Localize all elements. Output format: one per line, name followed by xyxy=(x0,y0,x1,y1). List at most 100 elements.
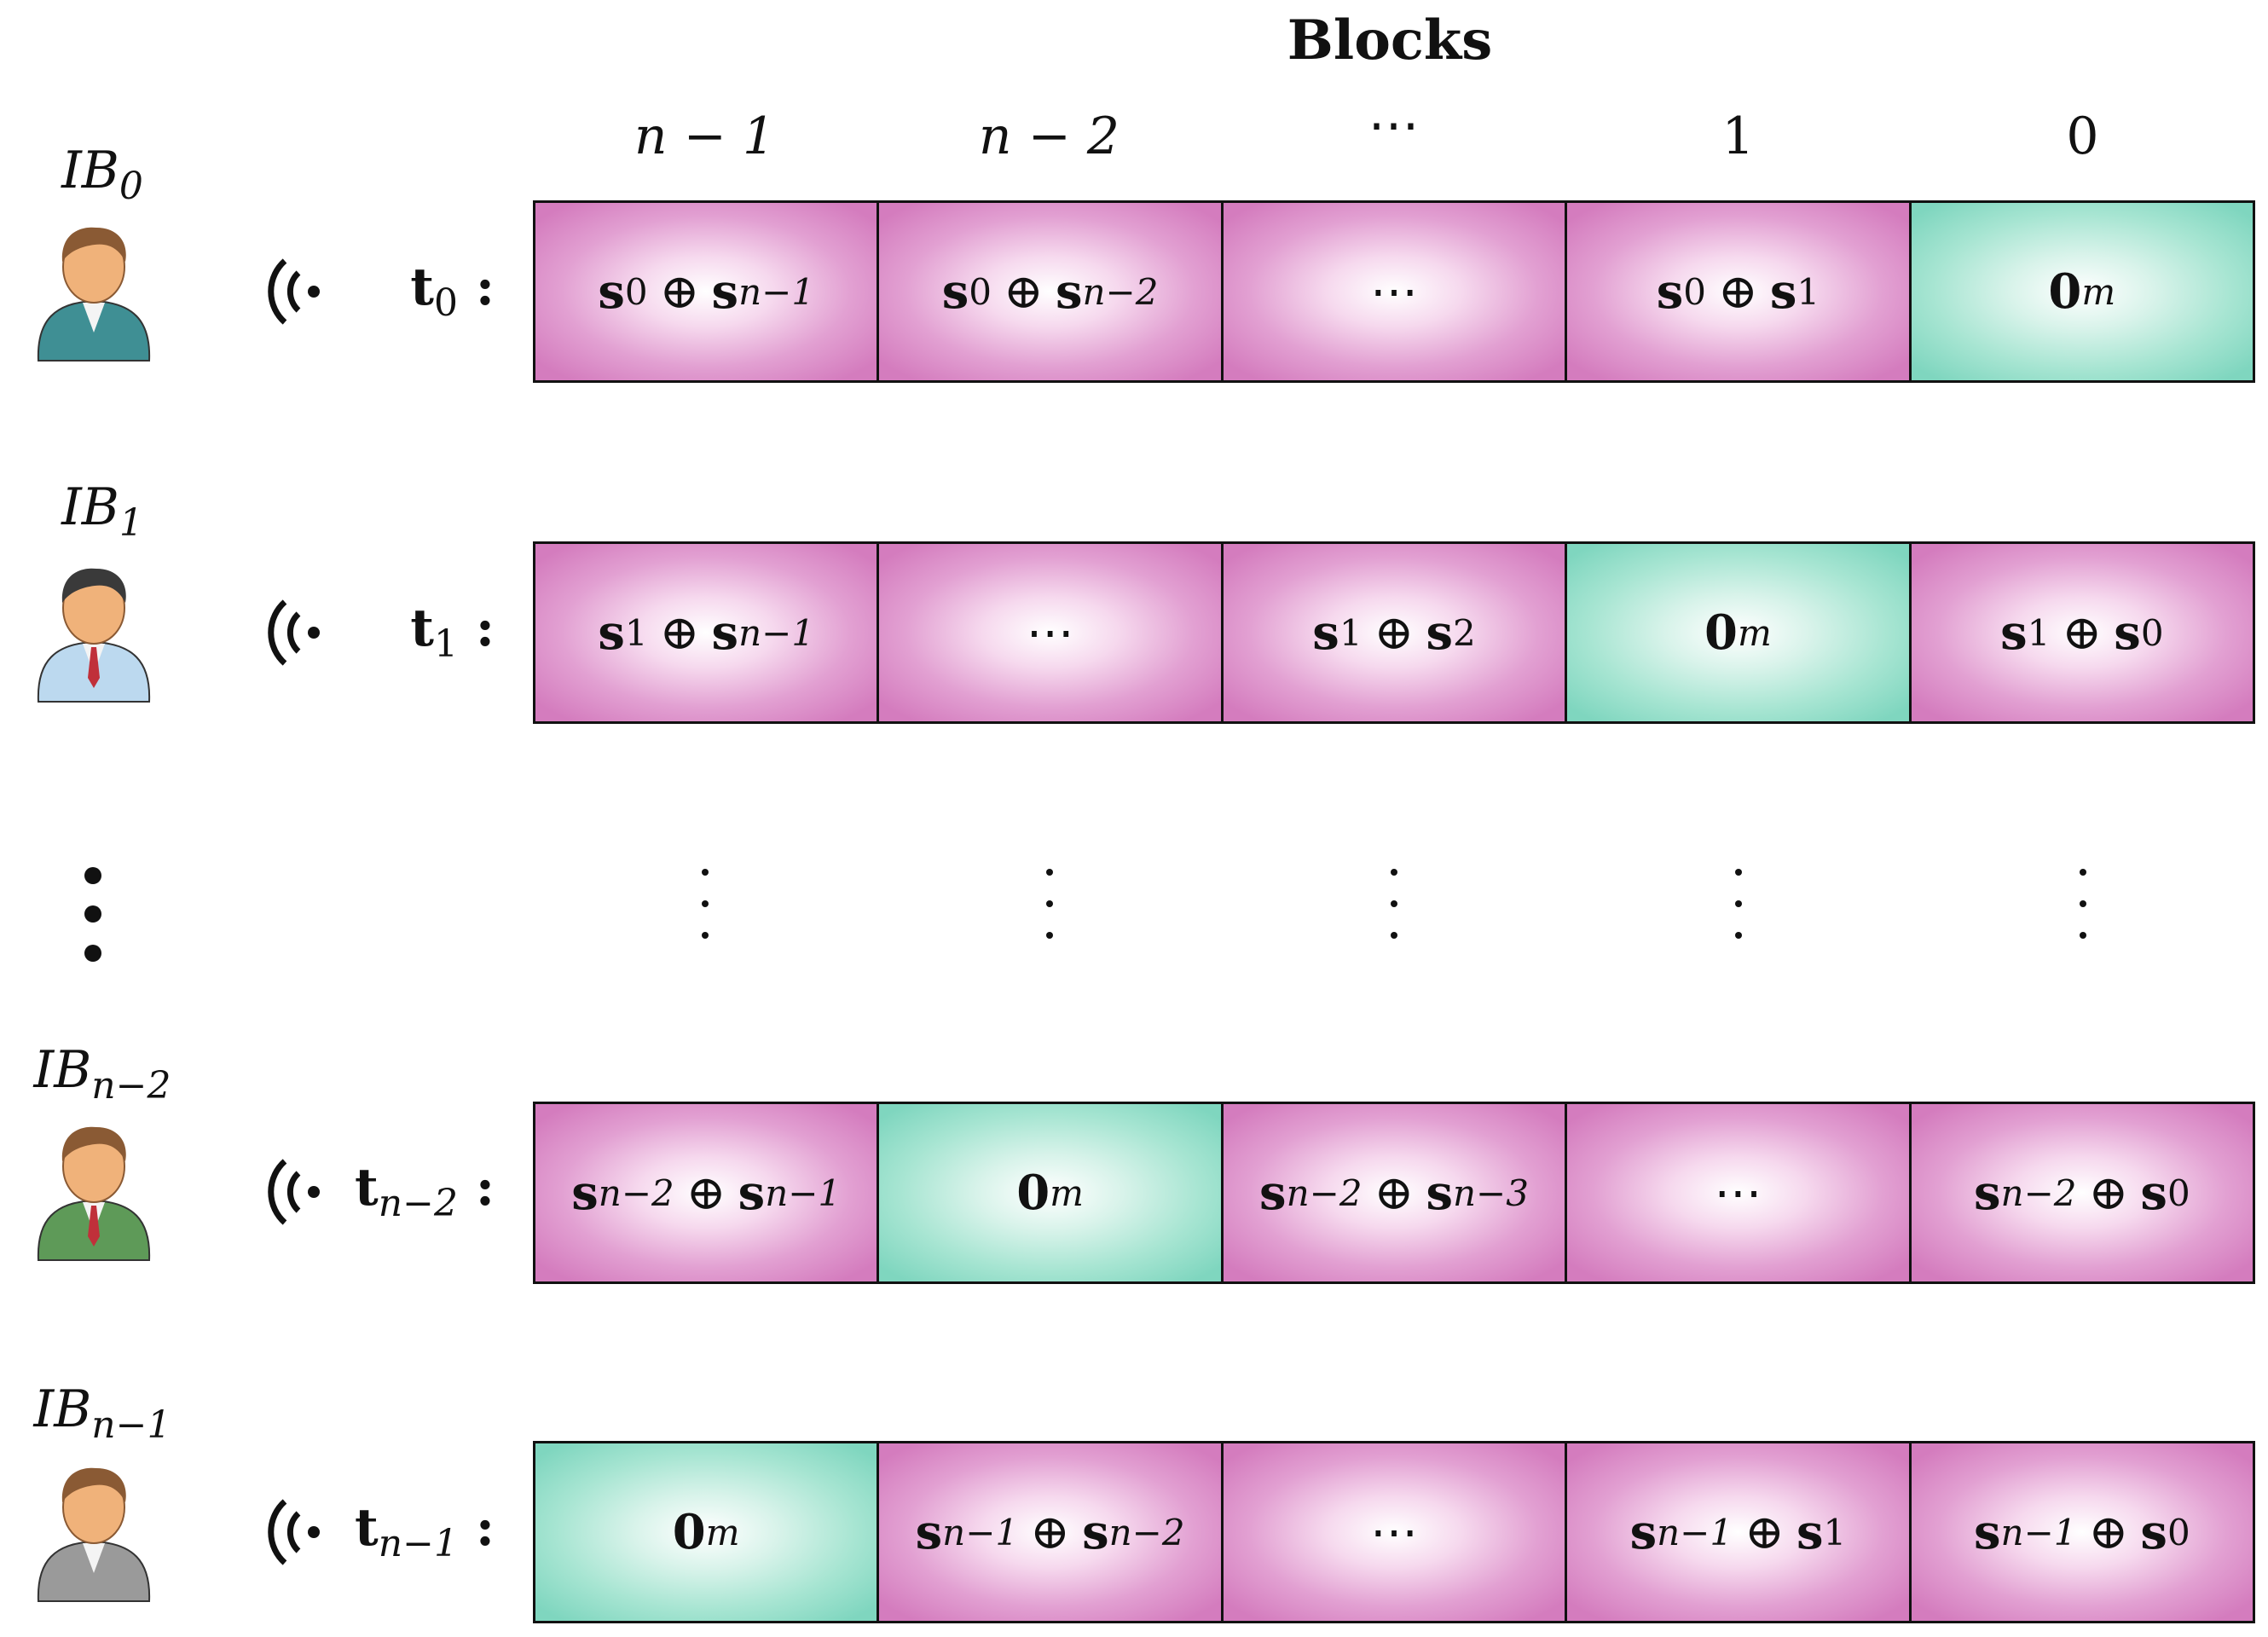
block-cell: ⋯ xyxy=(1223,203,1568,380)
cell-main: s xyxy=(598,263,625,320)
cell-zero: 0 xyxy=(1704,604,1738,661)
ib-label-0: IB0 xyxy=(61,141,143,209)
block-cell: ⋯ xyxy=(1567,1104,1912,1281)
column-vdots-icon xyxy=(702,869,709,939)
cell-sub: n−2 xyxy=(1286,1171,1363,1214)
wireless-signal-icon xyxy=(268,1499,320,1565)
cell-zsub: m xyxy=(2081,270,2116,313)
cell-main2: s xyxy=(2114,604,2141,661)
cell-sub: 1 xyxy=(1339,611,1363,654)
cell-sub2: 2 xyxy=(1453,611,1476,654)
cell-op: ⊕ xyxy=(1004,263,1044,320)
wireless-signal-icon xyxy=(268,1159,320,1225)
cell-zsub: m xyxy=(1737,611,1772,654)
block-cell: ⋯ xyxy=(1223,1443,1568,1621)
ib-label-1: IB1 xyxy=(61,477,143,546)
t-label-2: tn−2 : xyxy=(355,1158,495,1226)
cell-text: ⋯ xyxy=(1370,263,1419,320)
cell-main: s xyxy=(1656,263,1684,320)
person-icon xyxy=(37,227,151,362)
cell-sub: 1 xyxy=(2027,611,2051,654)
cell-main2: s xyxy=(1082,1504,1109,1560)
cell-main2: s xyxy=(1769,263,1797,320)
cell-sub2: 1 xyxy=(1796,270,1820,313)
cell-main: s xyxy=(941,263,969,320)
cell-main2: s xyxy=(2140,1504,2167,1560)
cell-zsub: m xyxy=(705,1511,740,1553)
cell-op: ⊕ xyxy=(2088,1504,2129,1560)
wireless-signal-icon xyxy=(268,599,320,666)
diagram-title: Blocks xyxy=(1287,9,1493,72)
cell-sub: n−2 xyxy=(2000,1171,2077,1214)
cell-main2: s xyxy=(1426,1165,1453,1221)
t-label-0: t0 : xyxy=(410,257,495,326)
cell-sub2: n−2 xyxy=(1108,1511,1185,1553)
cell-op: ⊕ xyxy=(1744,1504,1785,1560)
person-icon xyxy=(37,568,151,703)
cell-sub: 0 xyxy=(1683,270,1706,313)
cell-sub: 1 xyxy=(624,611,648,654)
cell-sub: n−1 xyxy=(942,1511,1019,1553)
cell-op: ⊕ xyxy=(1717,263,1758,320)
cell-main: s xyxy=(571,1165,599,1221)
cell-main2: s xyxy=(1055,263,1083,320)
cell-sub: 0 xyxy=(624,270,648,313)
person-icon xyxy=(37,1467,151,1602)
column-header-3: 1 xyxy=(1721,107,1755,166)
cell-main: s xyxy=(1259,1165,1287,1221)
t-label-1: t1 : xyxy=(410,599,495,667)
cell-op: ⊕ xyxy=(659,263,700,320)
column-header-2: ⋯ xyxy=(1368,95,1420,155)
cell-main: s xyxy=(598,604,625,661)
cell-main2: s xyxy=(2140,1165,2167,1221)
column-header-0: n − 1 xyxy=(634,107,776,166)
t-label-3: tn−1 : xyxy=(355,1498,495,1566)
person-icon xyxy=(37,1126,151,1261)
cell-op: ⊕ xyxy=(1030,1504,1071,1560)
cell-zero: 0 xyxy=(2048,263,2082,320)
cell-main: s xyxy=(915,1504,943,1560)
cell-zero: 0 xyxy=(672,1504,706,1560)
cell-sub2: n−2 xyxy=(1082,270,1159,313)
cell-main: s xyxy=(1312,604,1339,661)
ib-label-3: IBn−1 xyxy=(33,1380,171,1448)
cell-main2: s xyxy=(1426,604,1453,661)
cell-sub: 0 xyxy=(969,270,992,313)
cell-main2: s xyxy=(711,263,739,320)
cell-text: ⋯ xyxy=(1714,1165,1762,1221)
cell-sub: n−1 xyxy=(1657,1511,1733,1553)
cell-main: s xyxy=(1973,1165,2001,1221)
cell-sub2: 0 xyxy=(2167,1171,2190,1214)
cell-op: ⊕ xyxy=(1374,1165,1415,1221)
cell-sub2: 1 xyxy=(1823,1511,1847,1553)
column-vdots-icon xyxy=(1735,869,1742,939)
cell-main: s xyxy=(1629,1504,1658,1560)
cell-zsub: m xyxy=(1050,1171,1084,1214)
cell-sub2: 0 xyxy=(2167,1511,2190,1553)
column-header-1: n − 2 xyxy=(978,107,1120,166)
cell-op: ⊕ xyxy=(659,604,700,661)
column-header-4: 0 xyxy=(2066,107,2099,166)
cell-sub2: n−1 xyxy=(765,1171,842,1214)
cell-sub: n−1 xyxy=(2000,1511,2077,1553)
wireless-signal-icon xyxy=(268,258,320,325)
cell-main: s xyxy=(1973,1504,2001,1560)
cell-text: ⋯ xyxy=(1026,604,1074,661)
cell-sub2: 0 xyxy=(2140,611,2164,654)
cell-op: ⊕ xyxy=(2088,1165,2129,1221)
cell-main: s xyxy=(2000,604,2028,661)
